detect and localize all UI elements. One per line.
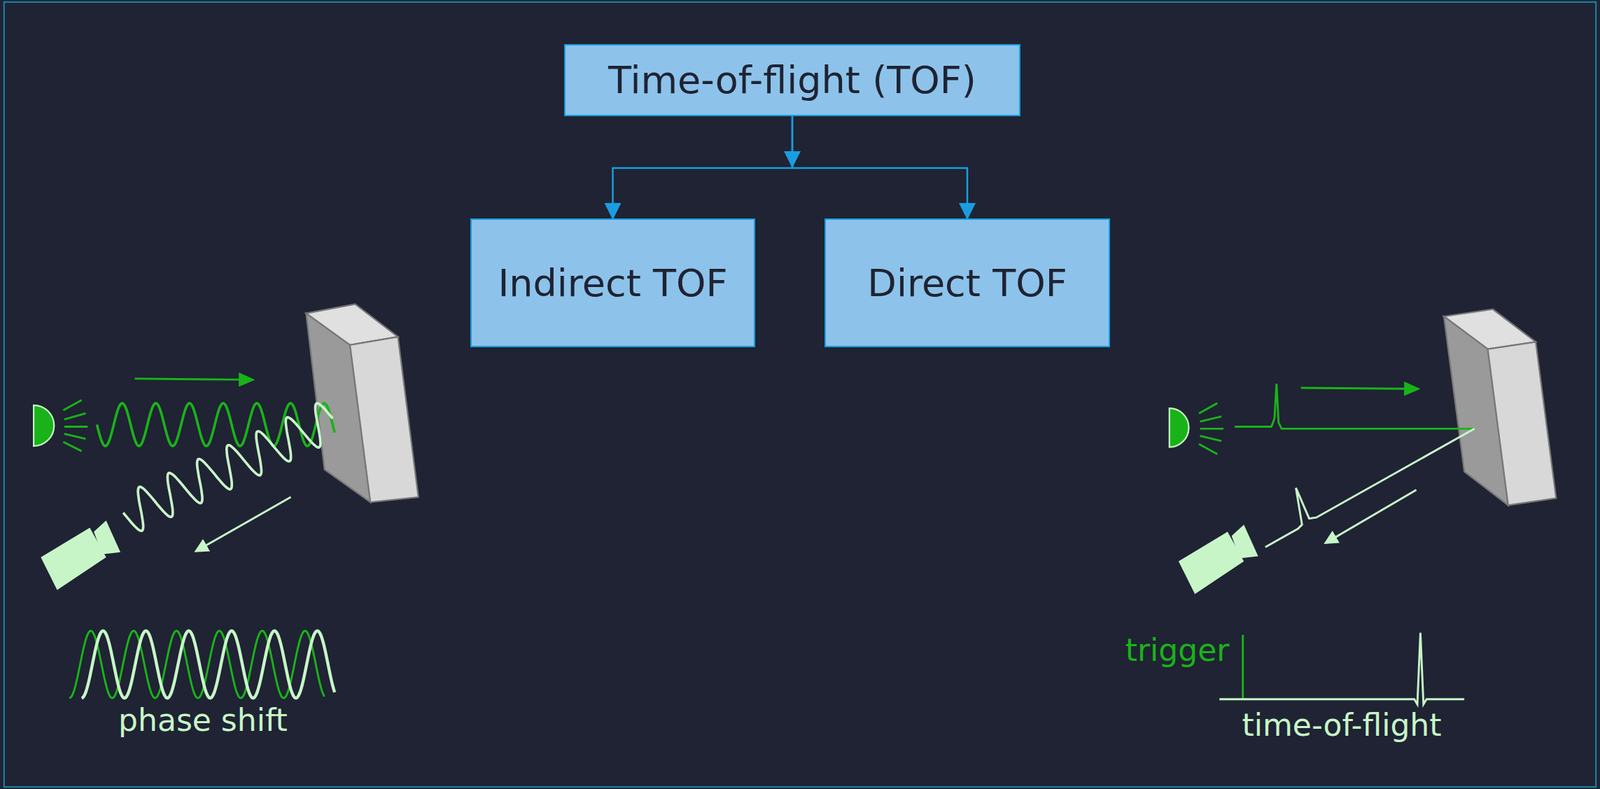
annotation-label: time-of-flight	[1242, 706, 1442, 743]
annotation-label: phase shift	[118, 702, 288, 738]
process-box: Indirect TOF	[470, 218, 756, 348]
annotation-label: trigger	[1125, 632, 1230, 668]
indirect-scene	[33, 303, 419, 698]
box-label: Time-of-flight (TOF)	[608, 58, 977, 103]
box-label: Direct TOF	[867, 261, 1067, 306]
tree-connector	[792, 116, 968, 219]
box-label: Indirect TOF	[497, 261, 728, 306]
process-box: Time-of-flight (TOF)	[564, 44, 1021, 117]
process-box: Direct TOF	[824, 218, 1111, 348]
tree-connector	[613, 116, 794, 219]
frame	[4, 2, 1596, 787]
junction-arrowhead	[783, 151, 801, 168]
